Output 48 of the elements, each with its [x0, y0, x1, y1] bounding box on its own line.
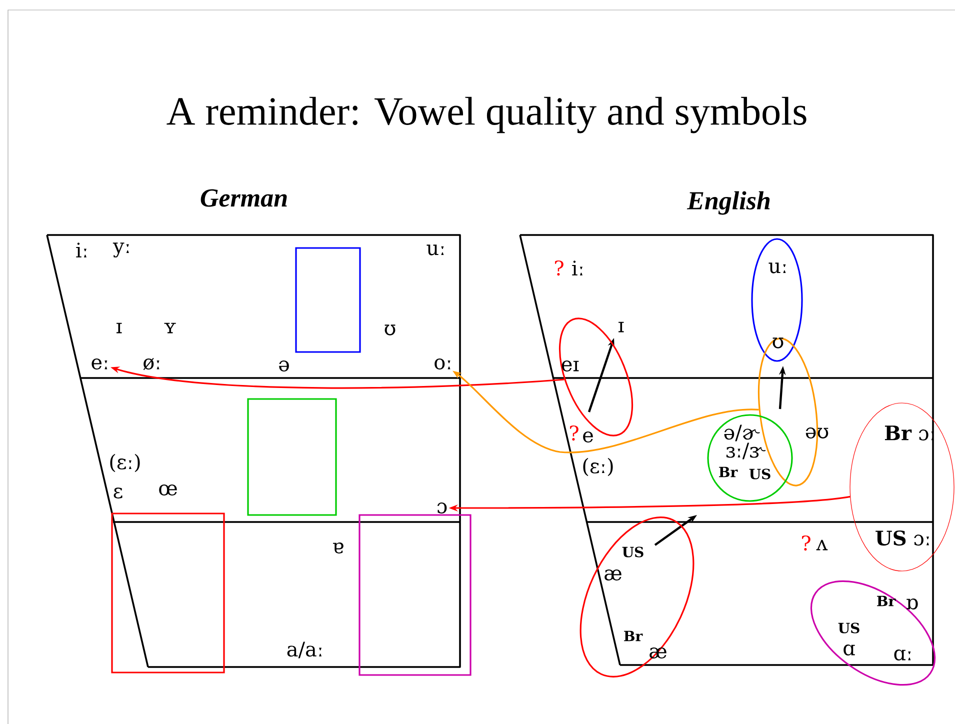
- vowel-symbol: ə: [279, 360, 289, 372]
- highlight-ellipse: [707, 414, 793, 502]
- highlight-ellipse: [751, 238, 803, 362]
- variety-label: US: [749, 468, 770, 480]
- question-mark: ?: [555, 260, 564, 276]
- vowel-symbol: ʏ: [164, 322, 176, 334]
- vowel-symbol: ɪ: [116, 322, 122, 334]
- highlight-rectangle: [295, 247, 361, 353]
- vowel-symbol: ʌ: [816, 540, 828, 550]
- title: A reminder: Vowel quality and symbols: [166, 96, 806, 134]
- vowel-symbol: ɪ: [618, 322, 624, 332]
- vowel-symbol: ɑ: [844, 644, 855, 656]
- variety-label: US: [838, 622, 860, 634]
- highlight-ellipse: [850, 402, 954, 572]
- vowel-symbol: uː: [768, 262, 786, 274]
- vowel-symbol: ɐ: [333, 542, 344, 554]
- vowel-symbol: øː: [143, 358, 160, 370]
- variety-label: US: [622, 546, 644, 558]
- vowel-symbol: oː: [434, 358, 450, 370]
- vowel-symbol: ɜː/ɝ: [726, 442, 766, 460]
- vowel-symbol: ʊ: [772, 338, 784, 348]
- question-mark: ?: [570, 425, 578, 441]
- highlight-rectangle: [358, 514, 472, 676]
- vowel-symbol: a/aː: [287, 642, 322, 658]
- vowel-symbol: e: [583, 432, 593, 442]
- vowel-symbol: US ɔː: [876, 530, 929, 546]
- column-heading: English: [686, 191, 770, 215]
- highlight-rectangle: [247, 398, 337, 516]
- vowel-symbol: (ɛː): [110, 454, 140, 472]
- vowel-symbol: uː: [426, 244, 444, 256]
- vowel-symbol: iː: [76, 242, 86, 258]
- vowel-symbol: æ: [604, 570, 622, 580]
- variety-label: Br: [624, 630, 643, 642]
- vowel-symbol: ɔ: [437, 502, 447, 514]
- vowel-symbol: ʊ: [384, 324, 396, 336]
- column-heading: German: [200, 189, 287, 207]
- variety-label: Br: [719, 466, 738, 478]
- vowel-symbol: ɒ: [906, 598, 918, 610]
- vowel-symbol: ɑː: [894, 650, 911, 660]
- variety-label: Br: [877, 596, 896, 606]
- vowel-symbol: iː: [572, 260, 582, 276]
- vowel-symbol: eː: [92, 358, 108, 370]
- vowel-symbol: œ: [159, 484, 177, 496]
- question-mark: ?: [802, 535, 810, 551]
- vowel-symbol: yː: [112, 242, 129, 258]
- vowel-symbol: (ɛː): [583, 458, 613, 476]
- highlight-rectangle: [111, 512, 225, 674]
- vowel-symbol: ə/ɚ: [724, 424, 760, 442]
